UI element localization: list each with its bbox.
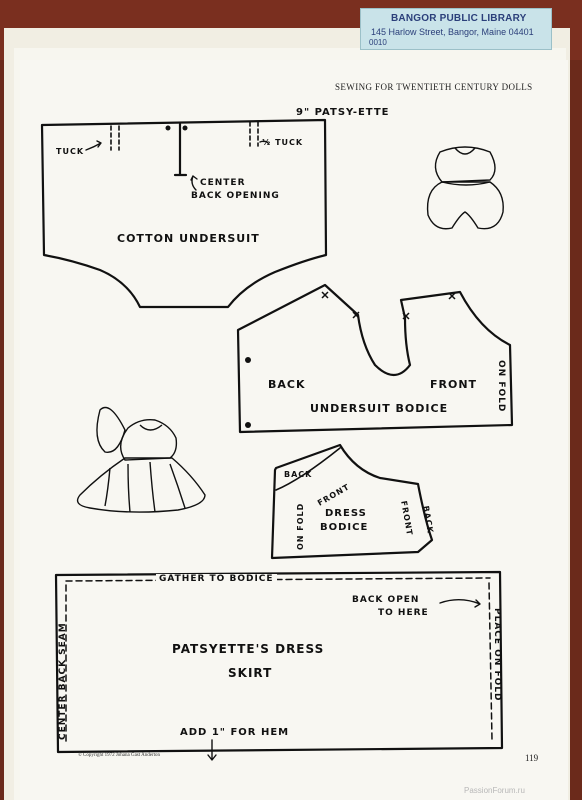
- back-open-label-2: TO HERE: [378, 608, 429, 618]
- undersuit-illustration: [426, 146, 504, 230]
- center-arrow: [190, 175, 198, 191]
- center-back-label-2: BACK OPENING: [191, 191, 280, 201]
- place-on-fold-label: PLACE ON FOLD: [492, 608, 502, 702]
- page-number: 119: [525, 753, 539, 763]
- x-mark: [448, 292, 456, 300]
- center-back-line: [173, 122, 188, 177]
- undersuit-title: COTTON UNDERSUIT: [117, 232, 260, 245]
- bodice-back-label: BACK: [268, 378, 306, 391]
- dress-bodice-title-1: DRESS: [325, 508, 367, 519]
- skirt-title-1: PATSYETTE'S DRESS: [172, 642, 325, 656]
- skirt-top-dashed: [65, 577, 491, 582]
- skirt-outline: [54, 570, 504, 754]
- snap-dot: [245, 422, 251, 428]
- dress-illustration: [76, 406, 206, 513]
- dress-bodice-neck: [275, 447, 341, 491]
- center-back-label-1: CENTER: [200, 178, 246, 188]
- tuck-right-label: ½ TUCK: [262, 138, 304, 147]
- snap-dot: [245, 357, 251, 363]
- undersuit-outline: [40, 118, 328, 309]
- back-open-arrow: [439, 599, 481, 608]
- dress-bodice-title-2: BODICE: [320, 522, 369, 533]
- tuck-left-label: TUCK: [56, 147, 85, 156]
- page-header: SEWING FOR TWENTIETH CENTURY DOLLS: [335, 82, 533, 92]
- copyright: © Copyright 1972 Johana Gast Anderton: [78, 753, 160, 758]
- snap-dot: [182, 125, 188, 131]
- x-mark: [321, 291, 329, 299]
- watermark: PassionForum.ru: [464, 786, 525, 795]
- hem-label: ADD 1" FOR HEM: [180, 727, 290, 738]
- library-address: 145 Harlow Street, Bangor, Maine 04401: [371, 27, 534, 37]
- bodice-front-label: FRONT: [430, 378, 478, 391]
- bodice-on-fold-label: ON FOLD: [496, 360, 506, 413]
- library-sticker: BANGOR PUBLIC LIBRARY 145 Harlow Street,…: [360, 8, 552, 50]
- undersuit-bodice-title: UNDERSUIT BODICE: [310, 402, 449, 415]
- tuck-lines-right: [249, 121, 259, 147]
- tuck-arrow-left: [85, 140, 102, 151]
- dress-on-fold-label: ON FOLD: [296, 502, 305, 550]
- library-code: 0010: [369, 38, 387, 47]
- tuck-arrow-right: [259, 140, 269, 144]
- x-mark: [402, 312, 410, 320]
- snap-dot: [165, 125, 171, 131]
- back-open-label-1: BACK OPEN: [352, 595, 420, 605]
- hem-arrow: [207, 739, 217, 761]
- gather-label: GATHER TO BODICE: [156, 574, 277, 584]
- x-mark: [352, 311, 360, 319]
- doll-title: 9" PATSY-ETTE: [296, 107, 390, 118]
- dress-back-top-label: BACK: [284, 470, 313, 479]
- center-back-seam-label: CENTER BACK SEAM: [58, 622, 68, 740]
- skirt-right-dashed: [488, 582, 493, 741]
- dress-bodice-outline: [270, 443, 434, 560]
- undersuit-bodice-outline: [236, 283, 514, 434]
- skirt-title-2: SKIRT: [228, 666, 273, 680]
- library-name: BANGOR PUBLIC LIBRARY: [391, 13, 527, 24]
- tuck-lines-left: [110, 125, 120, 151]
